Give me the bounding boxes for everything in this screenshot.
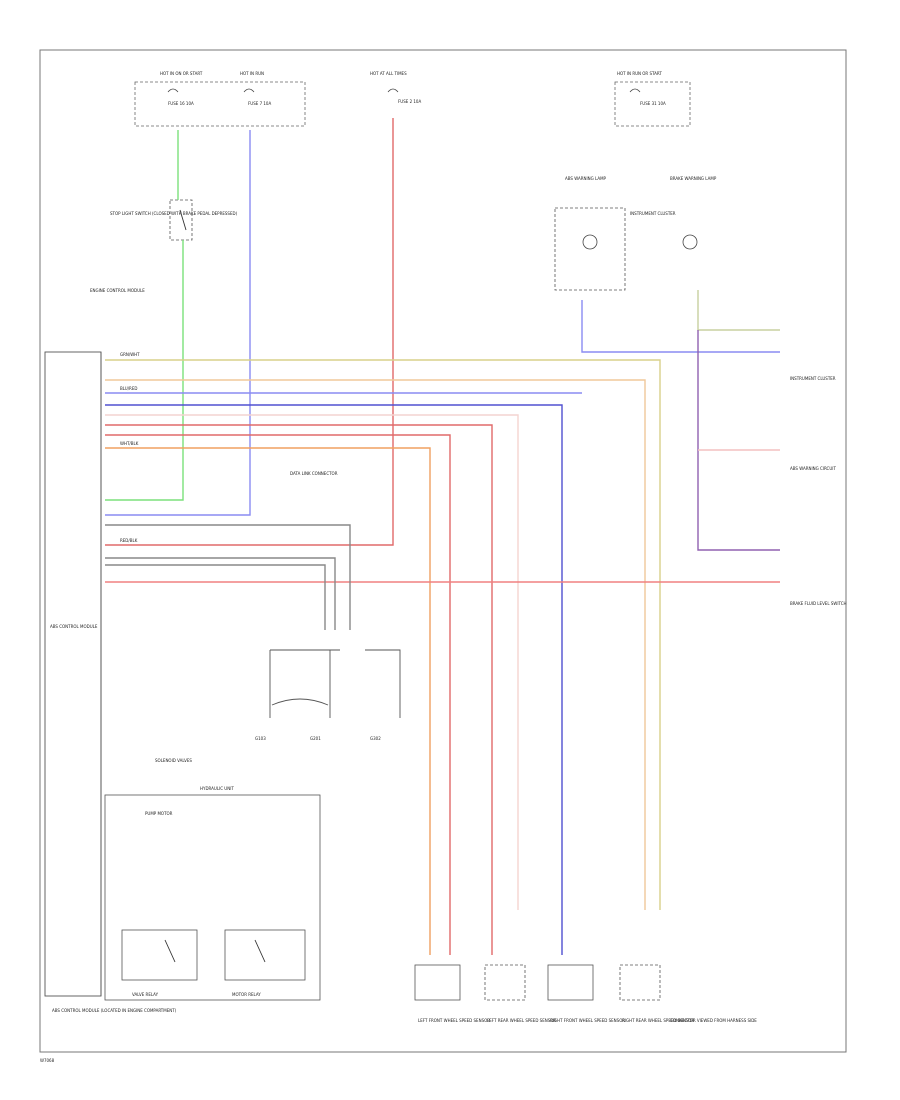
pump-motor-label: PUMP MOTOR [145,811,173,816]
ground-label-1: G103 [255,736,266,741]
instrument-cluster-label: INSTRUMENT CLUSTER [630,211,676,216]
data-link-label: DATA LINK CONNECTOR [290,471,338,476]
top-center-label: HOT AT ALL TIMES [370,71,407,76]
fuse-label-3: FUSE 2 10A [398,99,421,104]
top-right-label: HOT IN RUN OR START [617,71,662,76]
hydraulic-unit: HYDRAULIC UNIT SOLENOID VALVES PUMP MOTO… [104,758,321,1001]
abs-lamp-label: ABS WARNING LAMP [565,176,607,181]
stop-light-switch: STOP LIGHT SWITCH (CLOSED WITH BRAKE PED… [110,199,238,241]
brake-switch-label: STOP LIGHT SWITCH (CLOSED WITH BRAKE PED… [110,211,238,216]
fuse-block-left: HOT IN ON OR START HOT IN RUN FUSE 16 10… [134,71,306,127]
fuse-label-1: FUSE 16 10A [168,101,194,106]
motor-relay-label: MOTOR RELAY [232,992,261,997]
footer-code: W7068 [40,1058,55,1063]
wire-harness [105,118,780,955]
wire-label-2: BLU/RED [120,386,137,391]
ground-label-3: G302 [370,736,381,741]
diagram-border [39,49,847,1053]
sensor-lf-label: LEFT FRONT WHEEL SPEED SENSOR [418,1018,490,1023]
fuse-label-2: FUSE 7 10A [248,101,271,106]
ground-area [269,649,401,718]
sensor-rf-label: RIGHT FRONT WHEEL SPEED SENSOR [550,1018,625,1023]
ground-label-2: G201 [310,736,321,741]
module-location-note: ABS CONTROL MODULE (LOCATED IN ENGINE CO… [52,1008,177,1013]
wire-label-4: RED/BLK [120,538,138,543]
wheel-sensors [414,964,661,1001]
top-left-label-2: HOT IN RUN [240,71,264,76]
hydraulic-unit-label: HYDRAULIC UNIT [200,786,234,791]
right-label-3: BRAKE FLUID LEVEL SWITCH [790,601,847,606]
fuse-block-center: HOT AT ALL TIMES FUSE 2 10A [370,71,421,104]
instrument-cluster: ABS WARNING LAMP BRAKE WARNING LAMP INST… [554,176,717,291]
brake-lamp-label: BRAKE WARNING LAMP [670,176,717,181]
connector-note: CONNECTOR VIEWED FROM HARNESS SIDE [670,1018,757,1023]
fuse-block-right: HOT IN RUN OR START FUSE 31 10A [614,71,691,127]
engine-control-label: ENGINE CONTROL MODULE [90,288,145,293]
abs-module-label: ABS CONTROL MODULE [50,624,98,629]
solenoid-valves-label: SOLENOID VALVES [155,758,192,763]
wire-label-3: WHT/BLK [120,441,139,446]
valve-relay-label: VALVE RELAY [132,992,159,997]
right-label-1: INSTRUMENT CLUSTER [790,376,836,381]
abs-control-module: ABS CONTROL MODULE [44,351,102,997]
sensor-rr-label: RIGHT REAR WHEEL SPEED SENSOR [622,1018,694,1023]
fuse-label-4: FUSE 31 10A [640,101,666,106]
top-left-label-1: HOT IN ON OR START [160,71,203,76]
sensor-lr-label: LEFT REAR WHEEL SPEED SENSOR [487,1018,556,1023]
wire-label-1: GRN/WHT [120,352,140,357]
right-label-2: ABS WARNING CIRCUIT [790,466,836,471]
